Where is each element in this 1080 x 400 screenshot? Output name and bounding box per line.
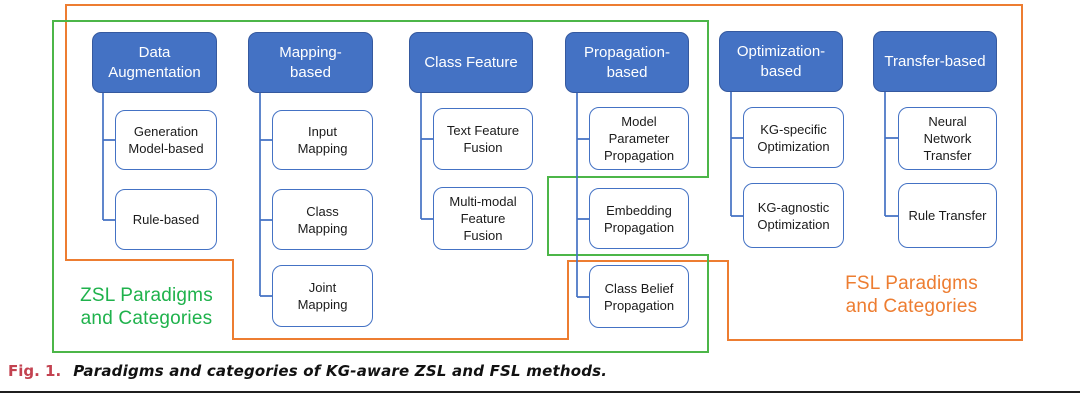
zsl-region-label: ZSL Paradigms and Categories [80,285,213,329]
box-model-parameter-propagation: Model Parameter Propagation [589,107,689,170]
box-joint-mapping: Joint Mapping [272,265,373,327]
connector-propagation-based [576,93,591,298]
connector-class-feature [420,93,435,220]
zsl-region-outline [52,20,709,353]
box-kg-specific-optimization: KG-specific Optimization [743,107,844,168]
box-neural-network-transfer: Neural Network Transfer [898,107,997,170]
box-multi-modal-feature-fusion: Multi-modal Feature Fusion [433,187,533,250]
figure-caption: Fig. 1. Paradigms and categories of KG-aw… [8,362,1068,380]
connector-optimization-based [730,92,745,217]
header-box-data-augmentation: Data Augmentation [92,32,217,93]
box-generation-model-based: Generation Model-based [115,110,217,170]
box-rule-transfer: Rule Transfer [898,183,997,248]
figure-caption-label: Fig. 1. [8,362,62,380]
header-box-class-feature: Class Feature [409,32,533,93]
box-text-feature-fusion: Text Feature Fusion [433,108,533,170]
bottom-rule-line [0,391,1080,393]
header-box-mapping-based: Mapping- based [248,32,373,93]
box-input-mapping: Input Mapping [272,110,373,170]
box-rule-based: Rule-based [115,189,217,250]
connector-data-augmentation [102,93,117,221]
box-embedding-propagation: Embedding Propagation [589,188,689,249]
connector-transfer-based [884,92,900,217]
box-kg-agnostic-optimization: KG-agnostic Optimization [743,183,844,248]
fsl-region-label: FSL Paradigms and Categories [845,273,978,317]
header-box-transfer-based: Transfer-based [873,31,997,92]
fsl-region-outline [65,4,1023,341]
header-box-propagation-based: Propagation- based [565,32,689,93]
figure-caption-text: Paradigms and categories of KG-aware ZSL… [73,362,608,380]
box-class-mapping: Class Mapping [272,189,373,250]
box-class-belief-propagation: Class Belief Propagation [589,265,689,328]
header-box-optimization-based: Optimization- based [719,31,843,92]
connector-mapping-based [259,93,274,297]
